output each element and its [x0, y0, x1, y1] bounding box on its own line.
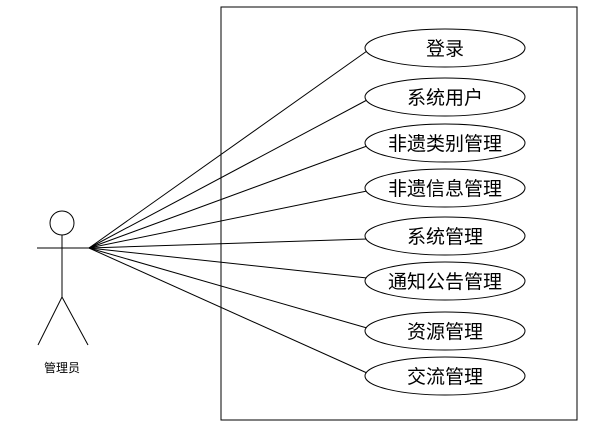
- actor-right-leg: [61, 296, 89, 346]
- use-case: 通知公告管理: [364, 261, 526, 301]
- use-case-ellipse: [364, 28, 526, 68]
- use-case-ellipse: [364, 356, 526, 396]
- use-case: 非遗类别管理: [364, 123, 526, 163]
- use-case-label: 系统用户: [407, 87, 483, 109]
- use-case-label: 资源管理: [407, 321, 483, 343]
- association-line: [88, 190, 368, 249]
- use-case-ellipse: [364, 261, 526, 301]
- actor-left-leg: [37, 296, 63, 346]
- use-case: 系统用户: [364, 77, 526, 117]
- use-case: 登录: [364, 28, 526, 68]
- use-case-label: 交流管理: [407, 366, 483, 388]
- use-case-ellipse: [364, 123, 526, 163]
- use-case-label: 登录: [426, 38, 464, 60]
- actor-head: [49, 210, 75, 236]
- use-case: 系统管理: [364, 216, 526, 256]
- use-case: 交流管理: [364, 356, 526, 396]
- actor: [37, 210, 89, 346]
- association-lines: [88, 50, 368, 374]
- use-case-ellipse: [364, 168, 526, 208]
- use-case-label: 通知公告管理: [388, 271, 502, 293]
- use-case: 非遗信息管理: [364, 168, 526, 208]
- association-line: [88, 238, 368, 249]
- use-case-ellipse: [364, 77, 526, 117]
- association-line: [88, 50, 368, 249]
- use-case-label: 系统管理: [407, 226, 483, 248]
- association-line: [88, 247, 368, 374]
- association-line: [88, 145, 368, 249]
- association-line: [88, 99, 368, 249]
- association-line: [88, 247, 368, 279]
- use-case-ellipse: [364, 311, 526, 351]
- system-boundary: [220, 6, 578, 421]
- actor-label: 管理员: [44, 360, 80, 375]
- use-case: 资源管理: [364, 311, 526, 351]
- use-case-label: 非遗类别管理: [388, 133, 502, 155]
- use-case-ellipse: [364, 216, 526, 256]
- association-line: [88, 247, 368, 329]
- use-case-label: 非遗信息管理: [388, 178, 502, 200]
